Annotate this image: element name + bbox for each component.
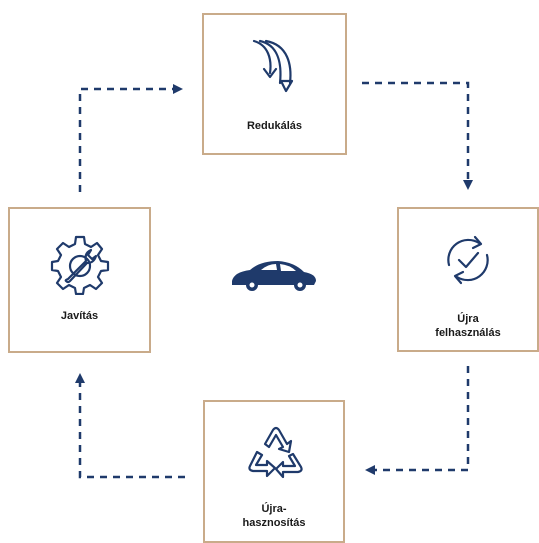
arrow-reuse-to-recycle (365, 366, 470, 475)
recycle-icon (248, 426, 303, 479)
step-reduce: Redukálás (202, 13, 347, 155)
step-recycle-label-line1: Újra- (261, 503, 287, 515)
step-recycle: Újra- hasznosítás (203, 400, 345, 543)
step-repair-label: Javítás (60, 310, 99, 322)
step-reuse: Újra felhasználás (397, 207, 539, 352)
step-reduce-label: Redukálás (246, 120, 303, 132)
step-repair: Javítás (8, 207, 151, 353)
arrow-repair-to-reduce (78, 84, 183, 192)
step-reuse-label-line1: Újra (457, 313, 479, 325)
car-icon (232, 261, 316, 291)
reduce-arrows-icon (252, 39, 294, 93)
arrow-reduce-to-reuse (362, 81, 473, 190)
gear-wrench-icon (50, 235, 110, 295)
arrow-recycle-to-repair (75, 373, 185, 479)
step-recycle-label-line2: hasznosítás (242, 517, 306, 529)
refresh-check-icon (447, 235, 489, 285)
step-reuse-label-line2: felhasználás (435, 327, 501, 339)
